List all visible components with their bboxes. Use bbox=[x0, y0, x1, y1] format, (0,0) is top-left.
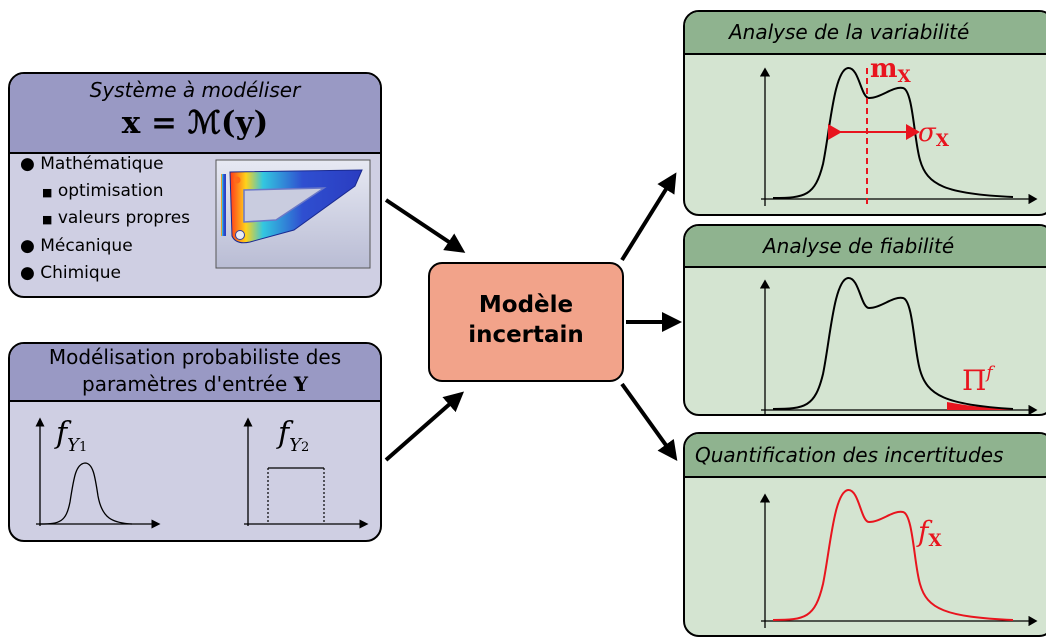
bullet-dot: ● bbox=[20, 154, 35, 174]
input-pdf-label-2: fY2 bbox=[278, 416, 310, 456]
arrow-model-to-variability bbox=[620, 172, 677, 262]
input-modeling-box: Modélisation probabiliste des paramètres… bbox=[8, 342, 382, 542]
uncertain-model-box: Modèle incertain bbox=[428, 262, 624, 382]
uncertain-model-line2: incertain bbox=[468, 322, 584, 348]
arrow-inputs-to-model bbox=[384, 391, 465, 462]
variability-panel-title: Analyse de la variabilité bbox=[729, 20, 970, 44]
bullet-item-optimisation: ■ optimisation bbox=[42, 181, 164, 201]
output-pdf-label: fX bbox=[918, 515, 942, 551]
bullet-label: Mathématique bbox=[40, 154, 164, 174]
input-pdf-plot-1 bbox=[35, 417, 161, 529]
input-pdf-plot-2 bbox=[243, 417, 369, 529]
reliability-plot bbox=[759, 277, 1038, 416]
input-modeling-header: Modélisation probabiliste des paramètres… bbox=[10, 344, 380, 402]
variability-panel-header: Analyse de la variabilité bbox=[685, 12, 1046, 55]
bullet-label: Mécanique bbox=[40, 236, 133, 256]
bullet-item-mathematique: ● Mathématique bbox=[20, 154, 164, 174]
reliability-panel: Analyse de fiabilité bbox=[683, 224, 1046, 416]
quantification-panel: Quantification des incertitudes bbox=[683, 432, 1046, 637]
system-box-title: Système à modéliser bbox=[89, 78, 301, 102]
bullet-square: ■ bbox=[42, 213, 53, 226]
quantification-panel-title: Quantification des incertitudes bbox=[695, 443, 1004, 467]
input-modeling-title-line1: Modélisation probabiliste des bbox=[48, 345, 342, 369]
quantification-panel-header: Quantification des incertitudes bbox=[685, 434, 1046, 478]
input-modeling-title-text: paramètres d'entrée bbox=[82, 372, 288, 396]
reliability-panel-header: Analyse de fiabilité bbox=[685, 226, 1046, 268]
std-label: σX bbox=[918, 118, 949, 151]
bullet-dot: ● bbox=[20, 236, 35, 256]
bullet-label: Chimique bbox=[40, 263, 121, 283]
quantification-plot bbox=[759, 489, 1038, 628]
uncertain-model-line1: Modèle bbox=[478, 292, 574, 318]
bullet-item-mecanique: ● Mécanique bbox=[20, 236, 133, 256]
mean-label: mX bbox=[870, 54, 911, 87]
bullet-label: optimisation bbox=[57, 181, 164, 201]
variability-plot bbox=[759, 67, 1038, 206]
system-box: Système à modéliser x = ℳ(y) ● Mathémati… bbox=[8, 72, 382, 298]
arrow-system-to-model bbox=[384, 198, 466, 253]
reliability-panel-title: Analyse de fiabilité bbox=[763, 234, 955, 258]
bullet-square: ■ bbox=[42, 186, 53, 199]
bullet-dot: ● bbox=[20, 263, 35, 283]
system-box-header: Système à modéliser x = ℳ(y) bbox=[10, 74, 380, 154]
input-modeling-title-line2: paramètres d'entrée Y bbox=[10, 372, 380, 396]
input-vector-symbol: Y bbox=[293, 372, 308, 396]
bullet-label: valeurs propres bbox=[57, 208, 191, 228]
fem-simulation-image bbox=[215, 159, 371, 269]
failure-probability-label: Πf bbox=[962, 363, 993, 397]
system-box-equation: x = ℳ(y) bbox=[121, 105, 269, 141]
input-pdf-label-1: fY1 bbox=[56, 416, 88, 456]
bullet-item-chimique: ● Chimique bbox=[20, 263, 121, 283]
bullet-item-valeurs-propres: ■ valeurs propres bbox=[42, 208, 190, 228]
arrow-model-to-quantification bbox=[620, 382, 678, 461]
variability-panel: Analyse de la variabilité bbox=[683, 10, 1046, 216]
